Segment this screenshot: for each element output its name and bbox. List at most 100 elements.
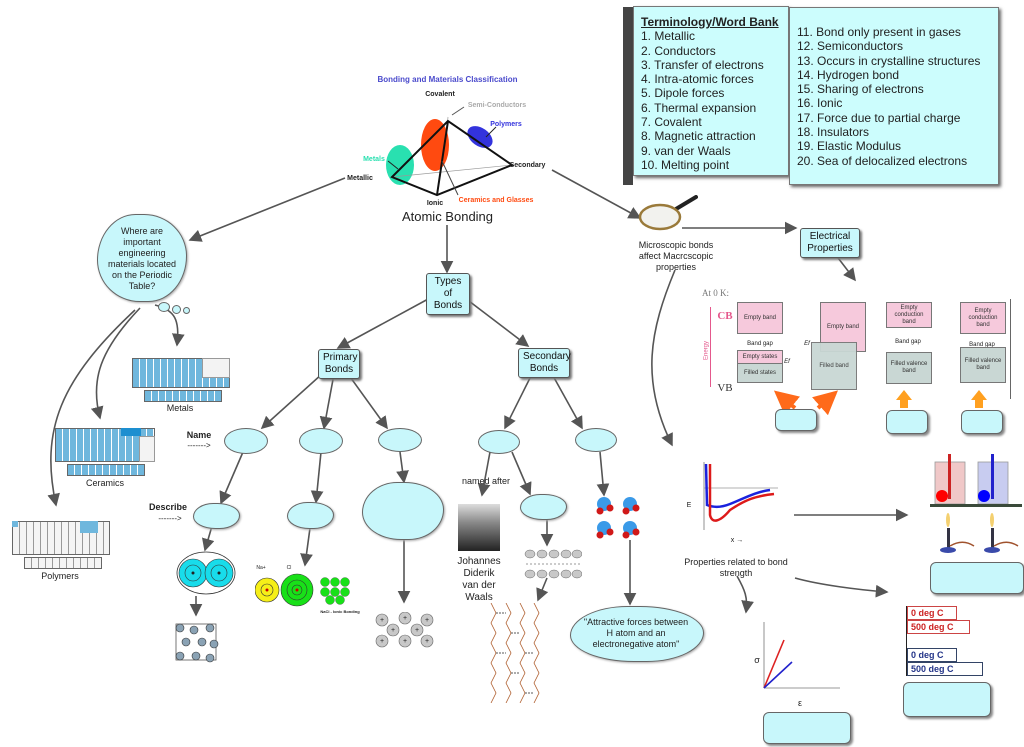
word-bank-term: 7. Covalent bbox=[641, 115, 702, 130]
arrow-secondary-to-oval5 bbox=[551, 373, 583, 430]
describe-cloud-ionic[interactable] bbox=[287, 502, 334, 529]
arrow-primary-to-oval2 bbox=[319, 373, 335, 430]
covalent-bond-illustration bbox=[176, 551, 236, 595]
at-0k-label: At 0 K: bbox=[702, 288, 729, 298]
answer-box-semiconductors[interactable] bbox=[886, 410, 928, 434]
arrow-primary-to-oval1 bbox=[260, 373, 323, 430]
word-bank-term: 15. Sharing of electrons bbox=[797, 82, 924, 97]
band-filled-states: Filled states bbox=[737, 363, 783, 383]
strain-axis-epsilon: ε bbox=[797, 698, 802, 708]
hydrogen-bonded-structure bbox=[490, 603, 540, 703]
word-bank-term: 1. Metallic bbox=[641, 29, 696, 44]
word-bank-right: 11. Bond only present in gases 12. Semic… bbox=[789, 7, 999, 185]
dipole-illustration bbox=[524, 549, 582, 579]
magnifying-glass-icon bbox=[638, 195, 698, 231]
band-filled-2: Filled band bbox=[811, 342, 857, 390]
fermi-label-1: Ef bbox=[784, 359, 790, 365]
hbond-quote-cloud bbox=[570, 606, 704, 662]
vertex-secondary: Secondary bbox=[509, 162, 546, 169]
word-bank-term: 19. Elastic Modulus bbox=[797, 139, 902, 154]
answer-box-thermal[interactable] bbox=[930, 562, 1024, 594]
describe-hint-arrow: -------> bbox=[158, 514, 182, 523]
answer-box-insulators[interactable] bbox=[961, 410, 1003, 434]
primary-bonds-node[interactable]: Primary Bonds bbox=[318, 349, 360, 379]
bond-energy-curve bbox=[703, 462, 778, 530]
arrow-bondstrength-to-temps bbox=[794, 577, 889, 598]
word-bank-term: 14. Hydrogen bond bbox=[797, 67, 900, 82]
band-empty-conduction-4: Empty conduction band bbox=[960, 302, 1006, 334]
word-bank-term: 18. Insulators bbox=[797, 125, 870, 140]
water-molecules-illustration bbox=[596, 497, 640, 539]
arrow-dipole-to-structure bbox=[536, 577, 549, 602]
answer-box-conductors[interactable] bbox=[775, 409, 817, 431]
arrow-oval2-to-cloud bbox=[310, 451, 324, 504]
ionic-bond-illustration bbox=[255, 573, 350, 607]
name-oval-metallic[interactable] bbox=[378, 428, 422, 452]
stress-strain-plot bbox=[763, 622, 840, 689]
cl-ion-label: Cl bbox=[286, 565, 292, 571]
word-bank-term: 17. Force due to partial charge bbox=[797, 110, 961, 125]
periodic-table-ceramics bbox=[55, 422, 155, 476]
arrow-oval4-to-cloud bbox=[511, 451, 532, 496]
thermal-expansion-beakers bbox=[930, 454, 1022, 553]
types-of-bonds-node[interactable]: Types of Bonds bbox=[426, 273, 470, 315]
polymers-region bbox=[467, 126, 493, 148]
svg-text:+: + bbox=[425, 638, 429, 645]
describe-cloud-covalent[interactable] bbox=[193, 503, 240, 529]
energy-axis-label: Energy bbox=[703, 341, 710, 361]
region-label-ceramics: Ceramics and Glasses bbox=[458, 197, 534, 204]
band-diagram: At 0 K: Energy CB VB Empty band Band gap… bbox=[700, 285, 1024, 435]
answer-box-melting[interactable] bbox=[903, 682, 991, 717]
electrical-properties-node[interactable]: Electrical Properties bbox=[800, 228, 860, 258]
secondary-bonds-node[interactable]: Secondary Bonds bbox=[518, 348, 571, 378]
arrow-types-to-primary bbox=[336, 297, 431, 349]
describe-cloud-metallic[interactable] bbox=[362, 482, 444, 540]
arrow-secondary-to-oval4 bbox=[504, 373, 533, 430]
vertex-metallic: Metallic bbox=[347, 175, 373, 182]
arrow-types-to-secondary bbox=[464, 297, 530, 347]
band-filled-valence-3: Filled valence band bbox=[886, 352, 932, 384]
arrow-cloud-to-covalent bbox=[201, 525, 215, 552]
vertex-covalent: Covalent bbox=[425, 91, 455, 98]
describe-hint-label: Describe bbox=[148, 502, 188, 512]
arrow-microscope-to-bondstrength bbox=[651, 269, 676, 447]
svg-text:+: + bbox=[403, 615, 407, 622]
temps-axis-line bbox=[906, 606, 907, 676]
band-filled-valence-4: Filled valence band bbox=[960, 347, 1006, 383]
temp-blue-500: 500 deg C bbox=[907, 662, 983, 676]
atomic-bonding-caption: Atomic Bonding bbox=[401, 209, 494, 224]
bonding-tetrahedron bbox=[386, 106, 515, 197]
name-oval-hbond[interactable] bbox=[575, 428, 617, 452]
arrow-bonding-to-periodic bbox=[188, 177, 346, 242]
bond-strength-caption: Properties related to bond strength bbox=[684, 557, 788, 578]
word-bank-term: 9. van der Waals bbox=[641, 143, 731, 158]
arrow-oval1-to-cloud bbox=[219, 451, 244, 505]
periodic-table-metals bbox=[132, 350, 230, 402]
svg-text:+: + bbox=[425, 617, 429, 624]
region-label-polymers: Polymers bbox=[490, 121, 522, 128]
arrow-oval5-to-water bbox=[596, 451, 610, 497]
word-bank-term: 5. Dipole forces bbox=[641, 86, 725, 101]
word-bank-term: 13. Occurs in crystalline structures bbox=[797, 53, 981, 68]
metals-table-label: Metals bbox=[166, 403, 194, 413]
thought-bubble-2 bbox=[172, 305, 181, 314]
svg-text:+: + bbox=[391, 627, 395, 634]
stress-axis-sigma: σ bbox=[754, 655, 760, 665]
word-bank-title: Terminology/Word Bank bbox=[641, 15, 779, 29]
name-oval-ionic[interactable] bbox=[299, 428, 343, 454]
word-bank-term: 4. Intra-atomic forces bbox=[641, 72, 754, 87]
van-der-waals-portrait bbox=[458, 504, 500, 551]
fermi-label-2: Ef bbox=[804, 341, 810, 347]
periodic-question-text: Where are important engineering material… bbox=[107, 226, 177, 291]
describe-cloud-vdw[interactable] bbox=[520, 494, 567, 520]
hbond-quote-text: "Attractive forces between H atom and an… bbox=[583, 617, 689, 649]
answer-box-elastic[interactable] bbox=[763, 712, 851, 744]
arrow-cloud-to-ionic bbox=[300, 527, 313, 567]
arrow-oval3-to-cloud bbox=[396, 451, 409, 484]
name-oval-vdw[interactable] bbox=[478, 430, 520, 454]
arrow-bondstrength-to-stress bbox=[736, 575, 754, 614]
name-oval-covalent[interactable] bbox=[224, 428, 268, 454]
band-gap-label-3: Band gap bbox=[895, 339, 921, 345]
region-label-metals: Metals bbox=[363, 156, 385, 163]
band-gap-label-1: Band gap bbox=[747, 341, 773, 347]
